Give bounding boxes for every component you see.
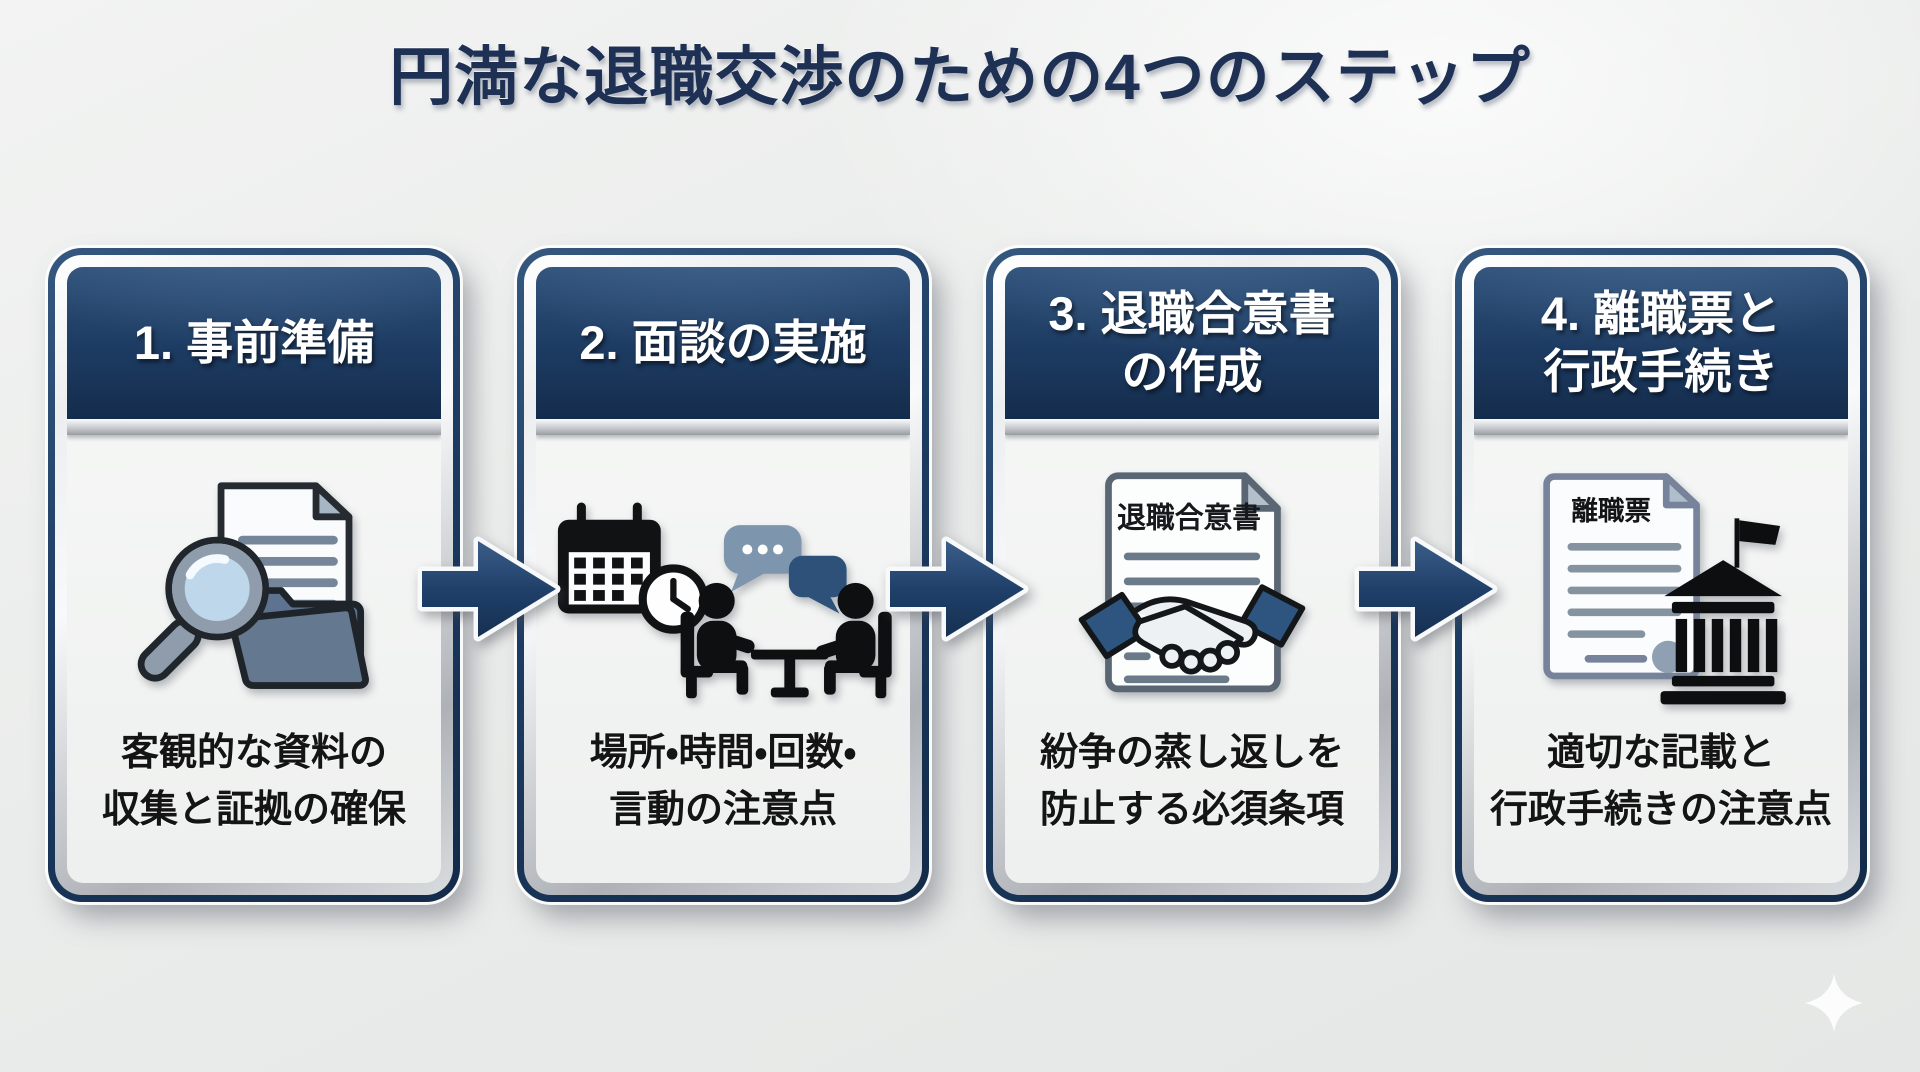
magnifier-document-folder-icon bbox=[137, 482, 369, 689]
card-3-divider bbox=[1005, 419, 1379, 435]
card-3-body: 退職合意書 bbox=[1005, 435, 1379, 883]
separation-certificate-government-icon: 離職票 bbox=[1543, 473, 1786, 705]
step-card-4: 4. 離職票と 行政手続き 離職票 bbox=[1455, 248, 1867, 902]
certificate-doc-title-label: 離職票 bbox=[1571, 496, 1651, 526]
flow-arrow-icon-1 bbox=[417, 536, 561, 642]
card-4-text-line1: 適切な記載と bbox=[1546, 732, 1775, 774]
card-4-header-line2: 行政手続き bbox=[1543, 345, 1779, 398]
card-1-text-line2: 収集と証拠の確保 bbox=[101, 789, 406, 831]
card-2-text-line2: 言動の注意点 bbox=[608, 789, 837, 831]
card-1-header: 1. 事前準備 bbox=[67, 267, 441, 419]
card-1-body: 客観的な資料の 収集と証拠の確保 bbox=[67, 435, 441, 883]
step-card-1: 1. 事前準備 bbox=[48, 248, 460, 902]
card-2-header-line1: 2. 面談の実施 bbox=[579, 315, 867, 369]
card-2-header: 2. 面談の実施 bbox=[536, 267, 910, 419]
card-2-body: 場所・時間・回数・ 言動の注意点 bbox=[536, 435, 910, 883]
card-1-divider bbox=[67, 419, 441, 435]
card-3-text-line2: 防止する必須条項 bbox=[1039, 789, 1344, 831]
card-3-header-line1: 3. 退職合意書 bbox=[1048, 286, 1336, 340]
card-3-text-line1: 紛争の蒸し返しを bbox=[1039, 732, 1344, 774]
step-card-2: 2. 面談の実施 bbox=[517, 248, 929, 902]
card-1-text-line1: 客観的な資料の bbox=[120, 732, 387, 774]
sparkle-icon bbox=[1804, 973, 1864, 1033]
card-3-metal-frame: 3. 退職合意書 の作成 退職合意書 bbox=[993, 255, 1391, 895]
agreement-document-handshake-icon: 退職合意書 bbox=[1078, 471, 1306, 692]
flow-arrow-icon-3 bbox=[1354, 536, 1498, 642]
card-2-divider bbox=[536, 419, 910, 435]
card-4-header: 4. 離職票と 行政手続き bbox=[1474, 267, 1848, 419]
calendar-clock-meeting-icon bbox=[557, 502, 892, 698]
card-3-header-line2: の作成 bbox=[1121, 345, 1263, 398]
card-1-header-line1: 1. 事前準備 bbox=[133, 315, 375, 369]
step-card-3: 3. 退職合意書 の作成 退職合意書 bbox=[986, 248, 1398, 902]
flow-arrow-icon-2 bbox=[885, 536, 1029, 642]
agreement-doc-title-label: 退職合意書 bbox=[1117, 501, 1261, 534]
card-4-header-line1: 4. 離職票と bbox=[1540, 286, 1782, 340]
card-2-metal-frame: 2. 面談の実施 bbox=[524, 255, 922, 895]
card-1-metal-frame: 1. 事前準備 bbox=[55, 255, 453, 895]
page-title: 円満な退職交渉のための4つのステップ bbox=[389, 41, 1531, 113]
card-4-metal-frame: 4. 離職票と 行政手続き 離職票 bbox=[1462, 255, 1860, 895]
card-3-header: 3. 退職合意書 の作成 bbox=[1005, 267, 1379, 419]
card-4-text-line2: 行政手続きの注意点 bbox=[1489, 789, 1832, 831]
card-4-body: 離職票 bbox=[1474, 435, 1848, 883]
card-2-text-line1: 場所・時間・回数・ bbox=[589, 732, 857, 774]
card-4-divider bbox=[1474, 419, 1848, 435]
